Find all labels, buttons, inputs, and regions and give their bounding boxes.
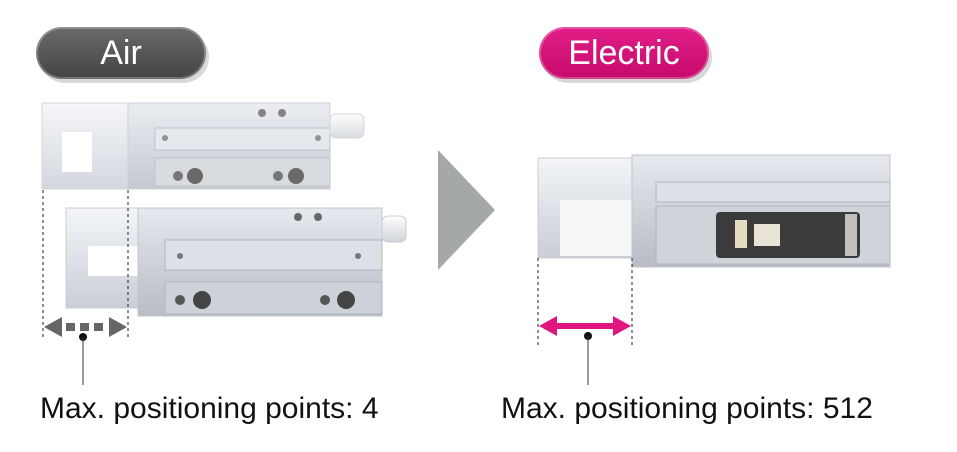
electric-actuator <box>537 154 891 268</box>
electric-stroke-arrow <box>539 316 631 336</box>
transition-arrow-icon <box>438 150 495 270</box>
air-label-pill: Air <box>36 27 206 79</box>
air-cylinder-back <box>41 102 365 190</box>
electric-caption: Max. positioning points: 512 <box>501 392 873 425</box>
air-stroke-arrow <box>44 317 127 337</box>
electric-label-pill: Electric <box>539 27 709 79</box>
air-caption: Max. positioning points: 4 <box>40 392 379 425</box>
air-cylinder-front <box>65 207 407 317</box>
